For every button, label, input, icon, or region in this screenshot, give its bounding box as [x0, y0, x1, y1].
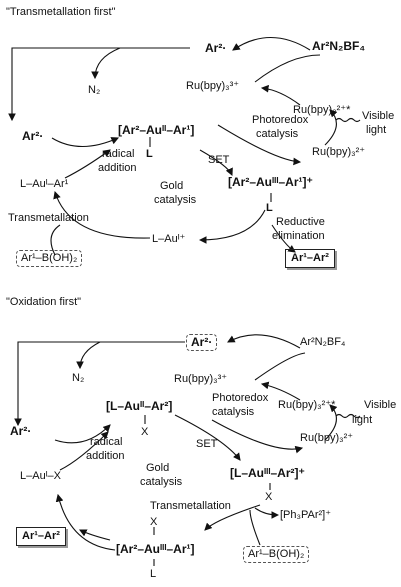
bottom-au2-complex: [L–Auᴵᴵ–Ar²] [106, 399, 173, 413]
bottom-set: SET [196, 438, 218, 450]
top-ru3: Ru(bpy)₃³⁺ [186, 80, 240, 92]
top-radical-arc [51, 137, 120, 147]
top-gold-1: Gold [160, 180, 184, 192]
bottom-au3-complex: [L–Auᴵᴵᴵ–Ar²]⁺ [230, 466, 305, 480]
bottom-light-wave [335, 413, 361, 419]
top-radical-up [64, 149, 111, 179]
bottom-n2: N₂ [72, 372, 85, 384]
bottom-l-au-x: L–Auᴵ–X [20, 470, 61, 482]
top-ru2star-arrow [260, 84, 301, 106]
bottom-ph3par2-arrow [254, 507, 280, 519]
top-ar2-radical-left: Ar²· [22, 129, 44, 143]
bottom-gold-2: catalysis [140, 476, 183, 488]
top-transmetallation: Transmetallation [8, 212, 89, 224]
bottom-photoredox-1: Photoredox [212, 392, 269, 404]
bottom-ru3: Ru(bpy)₃³⁺ [174, 373, 228, 385]
bottom-set-path [174, 414, 241, 461]
top-visible-light-1: Visible [362, 110, 395, 122]
bottom-transmetal-arc [204, 504, 261, 531]
bottom-au3b-complex: [Ar²–Auᴵᴵᴵ–Ar¹] [116, 542, 195, 556]
top-ar2n2-arrow [232, 36, 311, 51]
bottom-ru2star-arrow [260, 381, 301, 401]
top-set-path [199, 149, 233, 177]
bottom-ru2-arrow [324, 404, 338, 441]
bottom-au3-x: X [265, 491, 273, 503]
top-scheme-heading: "Transmetallation first" [6, 6, 116, 18]
top-reductive-1: Reductive [276, 216, 325, 228]
bottom-visible-light-1: Visible [364, 399, 397, 411]
bottom-product: Ar¹–Ar² [16, 527, 66, 546]
bottom-set-arrow [211, 419, 304, 454]
bottom-boronic-acid: Ar¹–B(OH)₂ [243, 546, 310, 563]
bottom-radical-up [59, 431, 109, 471]
bottom-scheme-heading: "Oxidation first" [6, 296, 82, 308]
top-radical-addition-1: radical [102, 148, 135, 160]
bottom-n2-arrow [76, 341, 101, 370]
top-au2-complex: [Ar²–Auᴵᴵ–Ar¹] [118, 123, 195, 137]
top-au3-complex: [Ar²–Auᴵᴵᴵ–Ar¹]⁺ [228, 175, 313, 189]
bottom-au2-x: X [141, 426, 149, 438]
top-product: Ar¹–Ar² [285, 249, 335, 268]
top-transmetal-arc [53, 190, 151, 239]
top-n2-arrow [91, 47, 121, 80]
top-ru2: Ru(bpy)₃²⁺ [312, 146, 366, 158]
top-visible-light-2: light [366, 124, 387, 136]
top-l-au-ar1: L–Auᴵ–Ar¹ [20, 178, 69, 190]
bottom-ph3par2: [Ph₃PAr²]⁺ [280, 509, 332, 521]
top-frame-line [8, 47, 190, 122]
top-n2: N₂ [88, 84, 101, 96]
top-product-arrow [271, 224, 296, 253]
bottom-ar2-radical: Ar²· [186, 334, 218, 351]
bottom-boronic-arrow [249, 509, 261, 546]
top-set-arrow [217, 124, 302, 166]
top-light-wave [335, 117, 361, 123]
bottom-ru2: Ru(bpy)₃²⁺ [300, 432, 354, 444]
bottom-ar2n2-arrow [227, 334, 301, 349]
top-au3-ligand: L [266, 202, 273, 214]
top-photoredox-1: Photoredox [252, 114, 309, 126]
top-boronic-acid: Ar¹–B(OH)₂ [16, 250, 83, 267]
bottom-reductive-arc [55, 493, 116, 551]
bottom-gold-1: Gold [146, 462, 170, 474]
top-reductive-2: elimination [272, 230, 325, 242]
top-ru2-excited: Ru(bpy)₃²⁺* [293, 104, 351, 116]
top-ru2-arrow [324, 109, 338, 146]
top-au2-ligand: L [146, 148, 153, 160]
bottom-ru3-arc [254, 352, 306, 381]
bottom-au3b-l: L [150, 568, 157, 580]
top-ru3-arc [254, 54, 321, 83]
bottom-visible-light-2: light [352, 414, 373, 426]
bottom-ar2n2bf4: Ar²N₂BF₄ [300, 336, 346, 348]
bottom-radical-addition-2: addition [86, 450, 125, 462]
bottom-product-arrow [79, 529, 111, 541]
top-ar2-radical: Ar²· [205, 41, 227, 55]
top-photoredox-2: catalysis [256, 128, 299, 140]
bottom-radical-arc [54, 424, 111, 444]
top-ar2n2bf4: Ar²N₂BF₄ [312, 39, 366, 53]
bottom-ar2-radical-left: Ar²· [10, 424, 32, 438]
top-boronic-arrow [50, 224, 61, 256]
top-reductive-arc [198, 209, 266, 244]
top-l-au-plus: L–Auᴵ⁺ [152, 233, 186, 245]
bottom-radical-addition-1: radical [90, 436, 123, 448]
top-set: SET [208, 154, 230, 166]
bottom-au3b-x: X [150, 516, 158, 528]
top-gold-2: catalysis [154, 194, 197, 206]
bottom-ru2-excited: Ru(bpy)₃²⁺* [278, 399, 336, 411]
top-radical-addition-2: addition [98, 162, 137, 174]
bottom-transmetallation: Transmetallation [150, 500, 231, 512]
bottom-frame-line [14, 341, 185, 427]
bottom-photoredox-2: catalysis [212, 406, 255, 418]
